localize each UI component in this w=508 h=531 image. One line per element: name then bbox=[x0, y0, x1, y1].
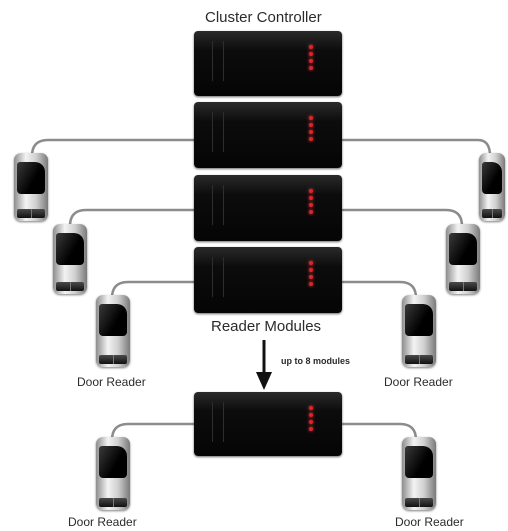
door-reader-icon bbox=[479, 153, 505, 221]
module-limit-label: up to 8 modules bbox=[281, 356, 351, 366]
led-indicators bbox=[309, 406, 315, 434]
reader-module-3 bbox=[194, 247, 342, 313]
ports-icon bbox=[212, 112, 224, 152]
led-indicators bbox=[309, 189, 315, 217]
ports-icon bbox=[212, 257, 224, 297]
door-reader-icon bbox=[53, 224, 87, 294]
cable-module3-left bbox=[110, 280, 196, 300]
reader-module-2 bbox=[194, 175, 342, 241]
ports-icon bbox=[212, 402, 224, 442]
led-indicators bbox=[309, 116, 315, 144]
cable-module3-right bbox=[341, 280, 418, 300]
door-reader-icon bbox=[96, 295, 130, 367]
door-reader-icon bbox=[14, 153, 48, 221]
cable-module2-left bbox=[68, 208, 196, 228]
door-reader-icon bbox=[402, 437, 436, 510]
reader-modules-label: Reader Modules bbox=[211, 318, 322, 335]
cable-module2-right bbox=[341, 208, 464, 228]
led-indicators bbox=[309, 261, 315, 289]
cable-module1-left bbox=[30, 138, 196, 158]
cable-module4-right bbox=[341, 422, 418, 442]
door-reader-label: Door Reader bbox=[384, 375, 453, 389]
reader-module-1 bbox=[194, 102, 342, 168]
door-reader-label: Door Reader bbox=[68, 515, 137, 529]
door-reader-icon bbox=[96, 437, 130, 510]
cable-module1-right bbox=[341, 138, 492, 158]
ports-icon bbox=[212, 185, 224, 225]
door-reader-label: Door Reader bbox=[395, 515, 464, 529]
reader-module-4 bbox=[194, 392, 342, 456]
door-reader-icon bbox=[446, 224, 480, 294]
cluster-controller bbox=[194, 31, 342, 96]
arrow-down-icon bbox=[256, 340, 272, 390]
controller-label: Cluster Controller bbox=[205, 9, 322, 26]
door-reader-icon bbox=[402, 295, 436, 367]
cable-module4-left bbox=[110, 422, 196, 442]
ports-icon bbox=[212, 41, 224, 81]
led-indicators bbox=[309, 45, 315, 73]
door-reader-label: Door Reader bbox=[77, 375, 146, 389]
